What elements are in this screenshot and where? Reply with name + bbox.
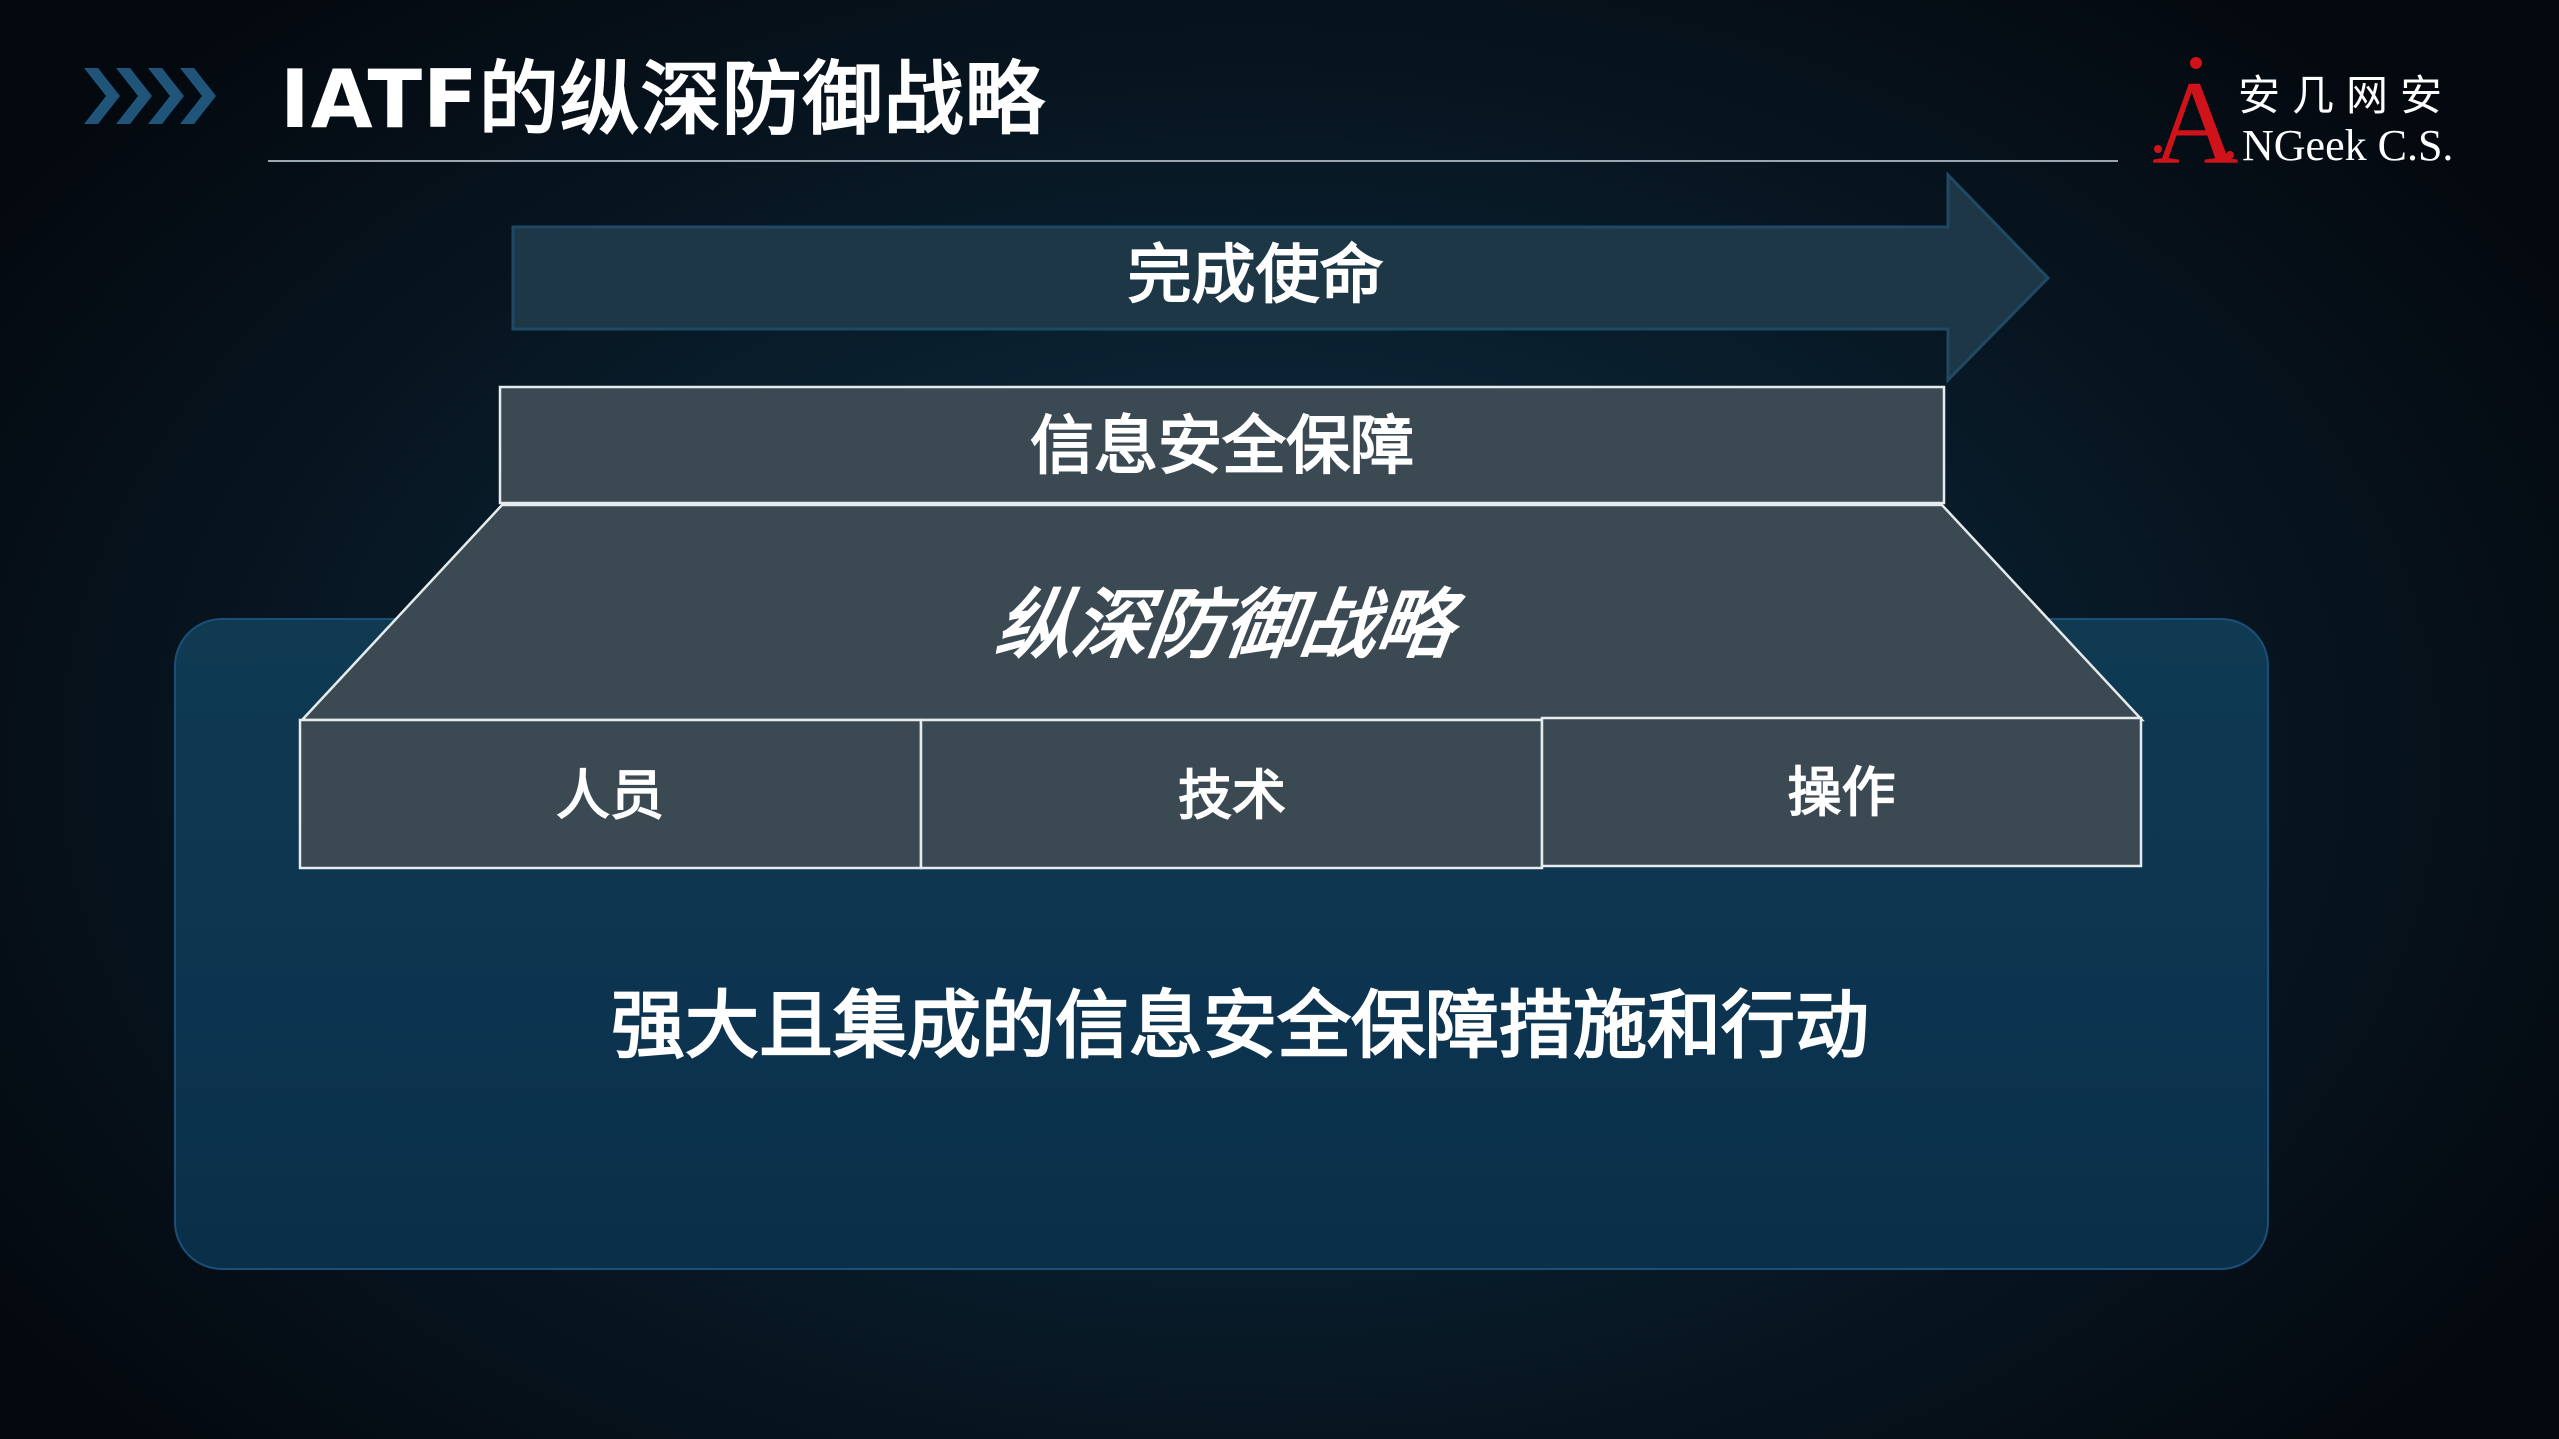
logo-chinese-text: 安几网安	[2238, 71, 2455, 120]
column-label-people: 人员	[556, 764, 664, 827]
column-box-people	[298, 718, 923, 870]
info-assurance-box	[498, 385, 1946, 505]
logo: A 安几网安 NGeek C.S.	[2150, 55, 2480, 175]
mission-arrow	[511, 171, 2051, 384]
logo-english-text: NGeek C.S.	[2242, 121, 2454, 170]
column-box-technology	[919, 718, 1544, 870]
logo-mark-icon: A	[2152, 56, 2239, 175]
page-title: IATF的纵深防御战略	[280, 53, 1046, 146]
column-label-technology: 技术	[1178, 764, 1286, 827]
mission-arrow-label: 完成使命	[1127, 239, 1384, 313]
panel-caption: 强大且集成的信息安全保障措施和行动	[611, 983, 1869, 1069]
info-assurance-label: 信息安全保障	[1030, 410, 1414, 484]
logo-letter: A	[2152, 56, 2239, 175]
column-label-operations: 操作	[1787, 761, 1896, 824]
column-box-operations	[1540, 716, 2143, 868]
triple-chevron-right-icon	[84, 68, 216, 124]
title-divider	[268, 160, 2118, 162]
strategy-label: 纵深防御战略	[990, 580, 1460, 669]
